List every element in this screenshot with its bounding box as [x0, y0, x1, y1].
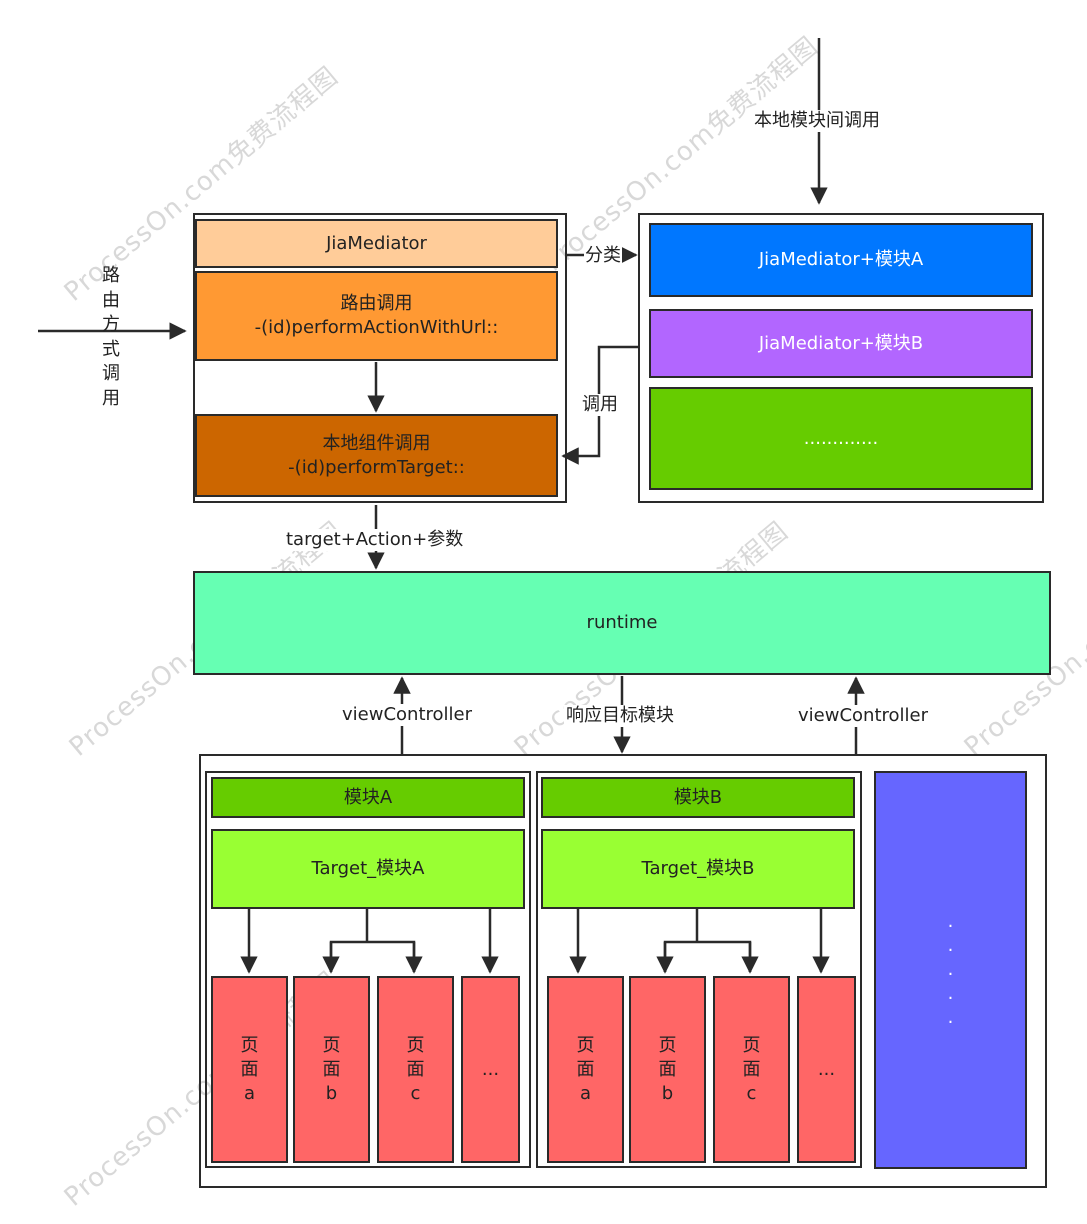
module-a-header[interactable]: 模块A — [211, 777, 525, 818]
category-more-box[interactable]: ............. — [649, 387, 1033, 490]
route-call-char: 路 — [102, 265, 120, 286]
page-label-char: c — [746, 1082, 757, 1104]
target-action-params-label: target+Action+参数 — [284, 529, 466, 551]
more-dot: . — [947, 1007, 954, 1028]
page-label-char: 页 — [406, 1034, 425, 1056]
invoke-label: 调用 — [581, 394, 619, 416]
module-a-target-box[interactable]: Target_模块A — [211, 829, 525, 909]
page-label-char: 面 — [406, 1058, 425, 1080]
route-call-method: -(id)performActionWithUrl:: — [254, 317, 499, 338]
module-b-frame — [536, 771, 862, 1168]
page-label-char: a — [243, 1082, 256, 1104]
local-call-title: 本地组件调用 — [322, 432, 431, 454]
page-label-char: 面 — [240, 1058, 259, 1080]
view-controller-left-label: viewController — [340, 704, 474, 726]
route-call-box[interactable]: 路由调用 -(id)performActionWithUrl:: — [195, 271, 558, 361]
module-a-page-a[interactable]: 页 面 a — [211, 976, 288, 1163]
page-label-char: a — [579, 1082, 592, 1104]
module-b-page-c[interactable]: 页 面 c — [713, 976, 790, 1163]
page-label-char: ... — [481, 1058, 500, 1080]
page-label-char: ... — [817, 1058, 836, 1080]
category-module-a-box[interactable]: JiaMediator+模块A — [649, 223, 1033, 297]
modules-frame — [199, 754, 1047, 1188]
page-label-char: b — [661, 1082, 674, 1104]
more-dot: . — [947, 959, 954, 980]
categories-frame — [638, 213, 1044, 503]
more-dot: . — [947, 983, 954, 1004]
local-module-call-label: 本地模块间调用 — [752, 110, 882, 132]
page-label-char: 页 — [576, 1034, 595, 1056]
more-dot: . — [947, 935, 954, 956]
route-call-char: 式 — [102, 338, 120, 360]
module-a-page-c[interactable]: 页 面 c — [377, 976, 454, 1163]
more-dot: . — [947, 911, 954, 932]
mediator-frame — [193, 213, 567, 503]
page-label-char: 面 — [322, 1058, 341, 1080]
page-label-char: 面 — [658, 1058, 677, 1080]
page-label-char: 面 — [576, 1058, 595, 1080]
view-controller-right-label: viewController — [796, 705, 930, 727]
mediator-title-box[interactable]: JiaMediator — [195, 219, 558, 268]
runtime-box[interactable]: runtime — [193, 571, 1051, 675]
more-modules-box[interactable]: . . . . . — [874, 771, 1027, 1169]
page-label-char: 页 — [322, 1034, 341, 1056]
page-label-char: 页 — [240, 1034, 259, 1056]
respond-target-module-label: 响应目标模块 — [564, 705, 676, 727]
route-call-title: 路由调用 — [340, 293, 413, 314]
route-call-char: 由 — [102, 289, 120, 311]
module-b-page-more[interactable]: ... — [797, 976, 856, 1163]
page-label-char: 面 — [742, 1058, 761, 1080]
page-label-char: c — [410, 1082, 421, 1104]
route-call-char: 调 — [102, 363, 120, 384]
page-label-char: 页 — [742, 1034, 761, 1056]
local-call-method: -(id)performTarget:: — [288, 456, 465, 478]
local-component-call-box[interactable]: 本地组件调用 -(id)performTarget:: — [195, 414, 558, 497]
route-call-label: 路 由 方 式 调 用 — [98, 264, 124, 411]
module-b-page-a[interactable]: 页 面 a — [547, 976, 624, 1163]
module-b-page-b[interactable]: 页 面 b — [629, 976, 706, 1163]
module-a-page-b[interactable]: 页 面 b — [293, 976, 370, 1163]
category-label: 分类 — [584, 245, 622, 267]
module-b-header[interactable]: 模块B — [541, 777, 855, 818]
module-b-target-box[interactable]: Target_模块B — [541, 829, 855, 909]
route-call-char: 方 — [102, 314, 120, 335]
page-label-char: 页 — [658, 1034, 677, 1056]
module-a-page-more[interactable]: ... — [461, 976, 520, 1163]
category-module-b-box[interactable]: JiaMediator+模块B — [649, 309, 1033, 378]
route-call-char: 用 — [102, 387, 120, 409]
page-label-char: b — [325, 1082, 338, 1104]
module-a-frame — [205, 771, 531, 1168]
